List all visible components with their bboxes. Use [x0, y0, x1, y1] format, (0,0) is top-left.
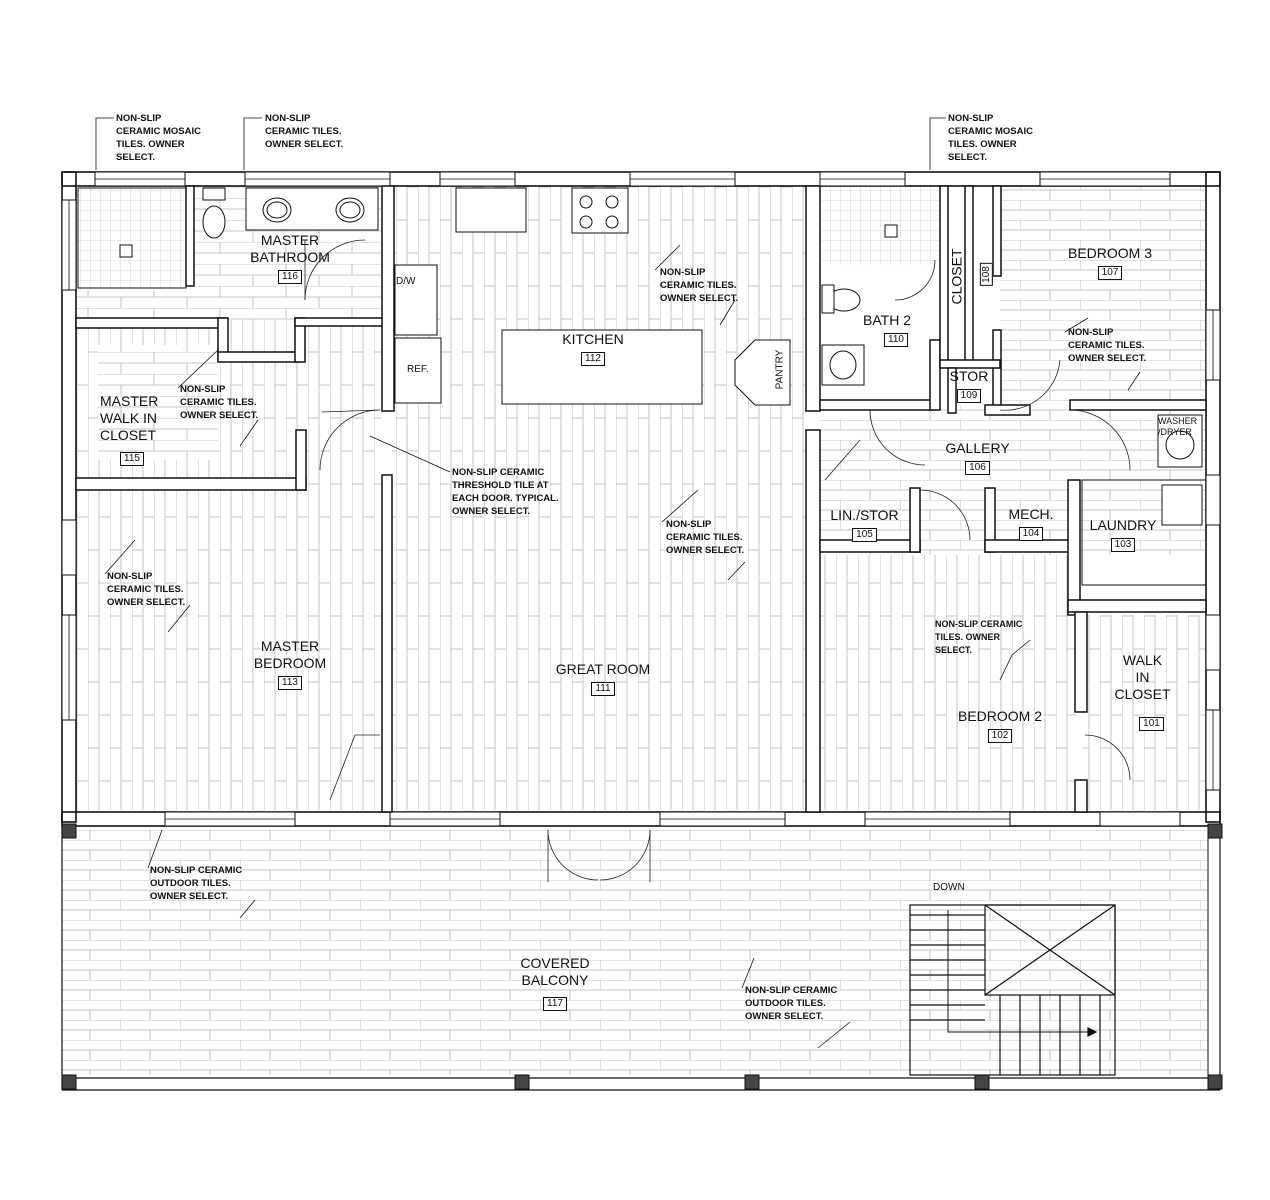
room-stor: STOR 109: [949, 368, 989, 403]
refrigerator-label: REF.: [407, 364, 429, 375]
room-lin-stor: LIN./STOR 105: [830, 507, 899, 542]
room-number: 117: [543, 997, 567, 1011]
room-bedroom-3: BEDROOM 3 107: [1067, 245, 1152, 280]
fixtures: [77, 187, 1207, 586]
room-number: 104: [1018, 527, 1044, 541]
room-number: 116: [278, 270, 302, 284]
washer-dryer-label: WASHER/DRYER: [1158, 416, 1198, 437]
room-bedroom-2: BEDROOM 2 102: [957, 708, 1042, 743]
room-bath-2: BATH 2 110: [863, 312, 911, 347]
room-number: 111: [591, 682, 615, 696]
room-laundry: LAUNDRY 103: [1089, 517, 1157, 552]
door-swings: [304, 239, 1131, 882]
room-number: 112: [581, 352, 605, 366]
room-number: 102: [987, 729, 1013, 743]
room-number: 113: [278, 676, 302, 690]
room-great-room: GREAT ROOM 111: [555, 661, 651, 696]
room-number: 107: [1097, 266, 1123, 280]
room-number: 109: [956, 389, 982, 403]
room-kitchen: KITCHEN 112: [562, 331, 624, 366]
room-number: 115: [120, 452, 144, 466]
floor-tiles: [62, 185, 1208, 1075]
room-gallery: GALLERY 106: [945, 440, 1010, 475]
room-number: 105: [852, 528, 877, 542]
interior-walls: [75, 185, 1207, 813]
room-mech: MECH. 104: [1008, 506, 1054, 541]
room-number: 101: [1139, 717, 1164, 731]
balcony-railing: [61, 826, 1221, 1091]
stair: [909, 904, 1116, 1076]
room-number: 110: [884, 333, 908, 347]
columns: [61, 823, 1223, 1090]
room-closet-108: CLOSET: [948, 248, 965, 305]
pantry-label: PANTRY: [774, 349, 786, 390]
room-number: 108: [979, 263, 993, 286]
room-number: 103: [1110, 538, 1136, 552]
dishwasher-label: D/W: [396, 276, 416, 287]
stair-down-label: DOWN: [933, 882, 965, 893]
room-number: 106: [965, 461, 990, 475]
